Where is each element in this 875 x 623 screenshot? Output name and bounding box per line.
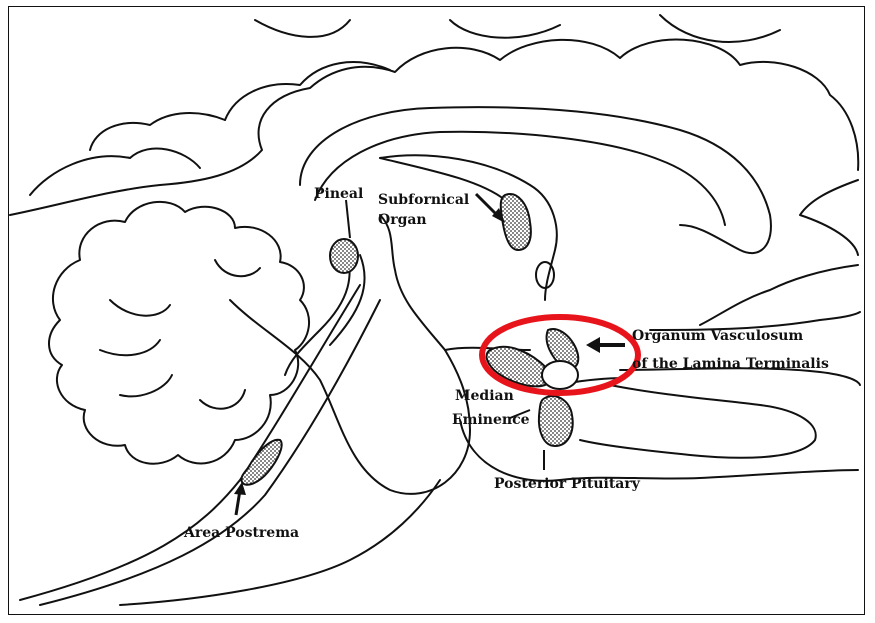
frontal-gyri [650,180,860,330]
label-posterior-pituitary: Posterior Pituitary [494,476,641,492]
gyrus-line-2 [255,20,350,37]
posterior-pituitary-organ [539,396,573,446]
gyrus-line-1 [225,62,390,120]
spinal-canal-2 [40,300,380,605]
pineal-organ [330,239,358,273]
label-area-postrema: Area Postrema [183,525,299,541]
label-median-1: Median [455,388,514,404]
label-pineal: Pineal [314,186,363,202]
label-ovlt-1: Organum Vasculosum [632,328,803,344]
gyrus-line-4 [660,15,780,42]
pineal-pointer [346,200,350,238]
gyrus-line-6 [90,113,225,150]
cerebellum-folia [100,260,260,409]
mammillary-body [536,262,554,288]
cortex-outline [10,40,858,215]
label-subfornical-2: Organ [378,212,427,228]
gyrus-line-3 [450,20,560,38]
label-subfornical-1: Subfornical [378,192,469,208]
ovlt-arrow-head [586,337,600,353]
corpus-callosum-outer [300,107,771,253]
frontal-lobe-lower [580,368,860,458]
pituitary-stalk [542,361,578,389]
subfornical-organ [501,194,531,250]
label-median-2: Eminence [452,412,530,428]
gyrus-line-5 [30,149,200,195]
label-ovlt-2: of the Lamina Terminalis [632,356,829,372]
